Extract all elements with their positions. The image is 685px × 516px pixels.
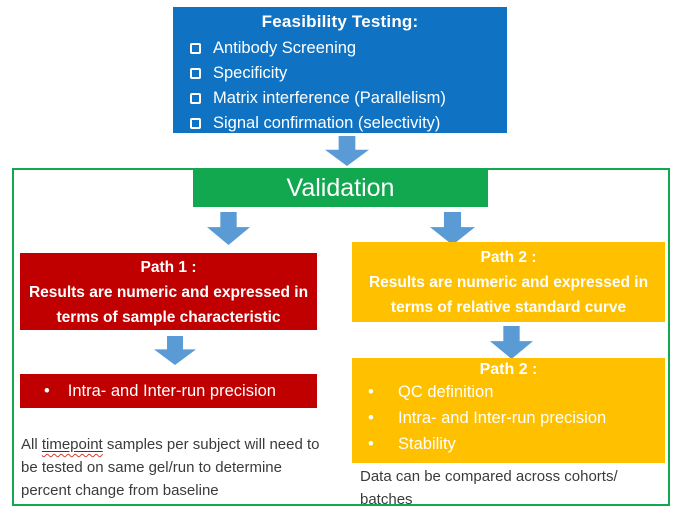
path2-title: Path 2 :: [480, 249, 537, 266]
empty-checkbox-icon: [190, 118, 201, 129]
path2-description: Results are numeric and expressed in ter…: [368, 274, 649, 316]
validation-box: Validation: [193, 169, 488, 207]
footnote-prefix: All: [21, 436, 42, 453]
empty-checkbox-icon: [190, 93, 201, 104]
bullet-icon: •: [368, 435, 374, 453]
feasibility-testing-box: Feasibility Testing: Antibody Screening …: [173, 7, 507, 133]
footnote-suffix: samples per subject will need to be test…: [21, 436, 320, 499]
spellcheck-underlined-word: timepoint: [41, 436, 103, 453]
checklist-item: Matrix interference (Parallelism): [190, 86, 507, 111]
checklist-item: Specificity: [190, 61, 507, 86]
path1-result-label: Intra- and Inter-run precision: [67, 381, 276, 400]
path2-result-label: Stability: [398, 435, 456, 453]
underlined-word-wrap: timepoint: [42, 436, 103, 453]
bullet-icon: •: [368, 409, 374, 427]
path2-result-box: Path 2 : • QC definition • Intra- and In…: [352, 358, 665, 463]
validation-label: Validation: [286, 173, 395, 202]
path1-title: Path 1 :: [140, 259, 197, 276]
path2-result-label: QC definition: [398, 383, 494, 401]
checklist-item: Signal confirmation (selectivity): [190, 111, 507, 136]
path2-result-item: • QC definition: [352, 379, 665, 405]
path1-description: Results are numeric and expressed in ter…: [28, 284, 309, 326]
empty-checkbox-icon: [190, 43, 201, 54]
path2-result-label: Intra- and Inter-run precision: [398, 409, 607, 427]
path1-result-box: • Intra- and Inter-run precision: [20, 374, 317, 408]
feasibility-checklist: Antibody Screening Specificity Matrix in…: [173, 36, 507, 136]
checklist-item: Antibody Screening: [190, 36, 507, 61]
empty-checkbox-icon: [190, 68, 201, 79]
path2-footnote: Data can be compared across cohorts/ bat…: [360, 468, 618, 508]
path1-box: Path 1 : Results are numeric and express…: [20, 253, 317, 330]
checklist-item-label: Signal confirmation (selectivity): [213, 114, 441, 132]
path2-result-item: • Intra- and Inter-run precision: [352, 405, 665, 431]
path1-footnote: All timepoint samples per subject will n…: [21, 433, 333, 502]
path2-result-item: • Stability: [352, 431, 665, 457]
bullet-icon: •: [368, 383, 374, 401]
checklist-item-label: Matrix interference (Parallelism): [213, 89, 446, 107]
down-arrow-icon: [325, 136, 369, 166]
checklist-item-label: Specificity: [213, 64, 288, 82]
feasibility-title: Feasibility Testing:: [261, 12, 419, 31]
path2-box: Path 2 : Results are numeric and express…: [352, 242, 665, 322]
path2-result-title: Path 2 :: [479, 361, 538, 378]
bullet-icon: •: [44, 381, 50, 400]
checklist-item-label: Antibody Screening: [213, 39, 357, 57]
